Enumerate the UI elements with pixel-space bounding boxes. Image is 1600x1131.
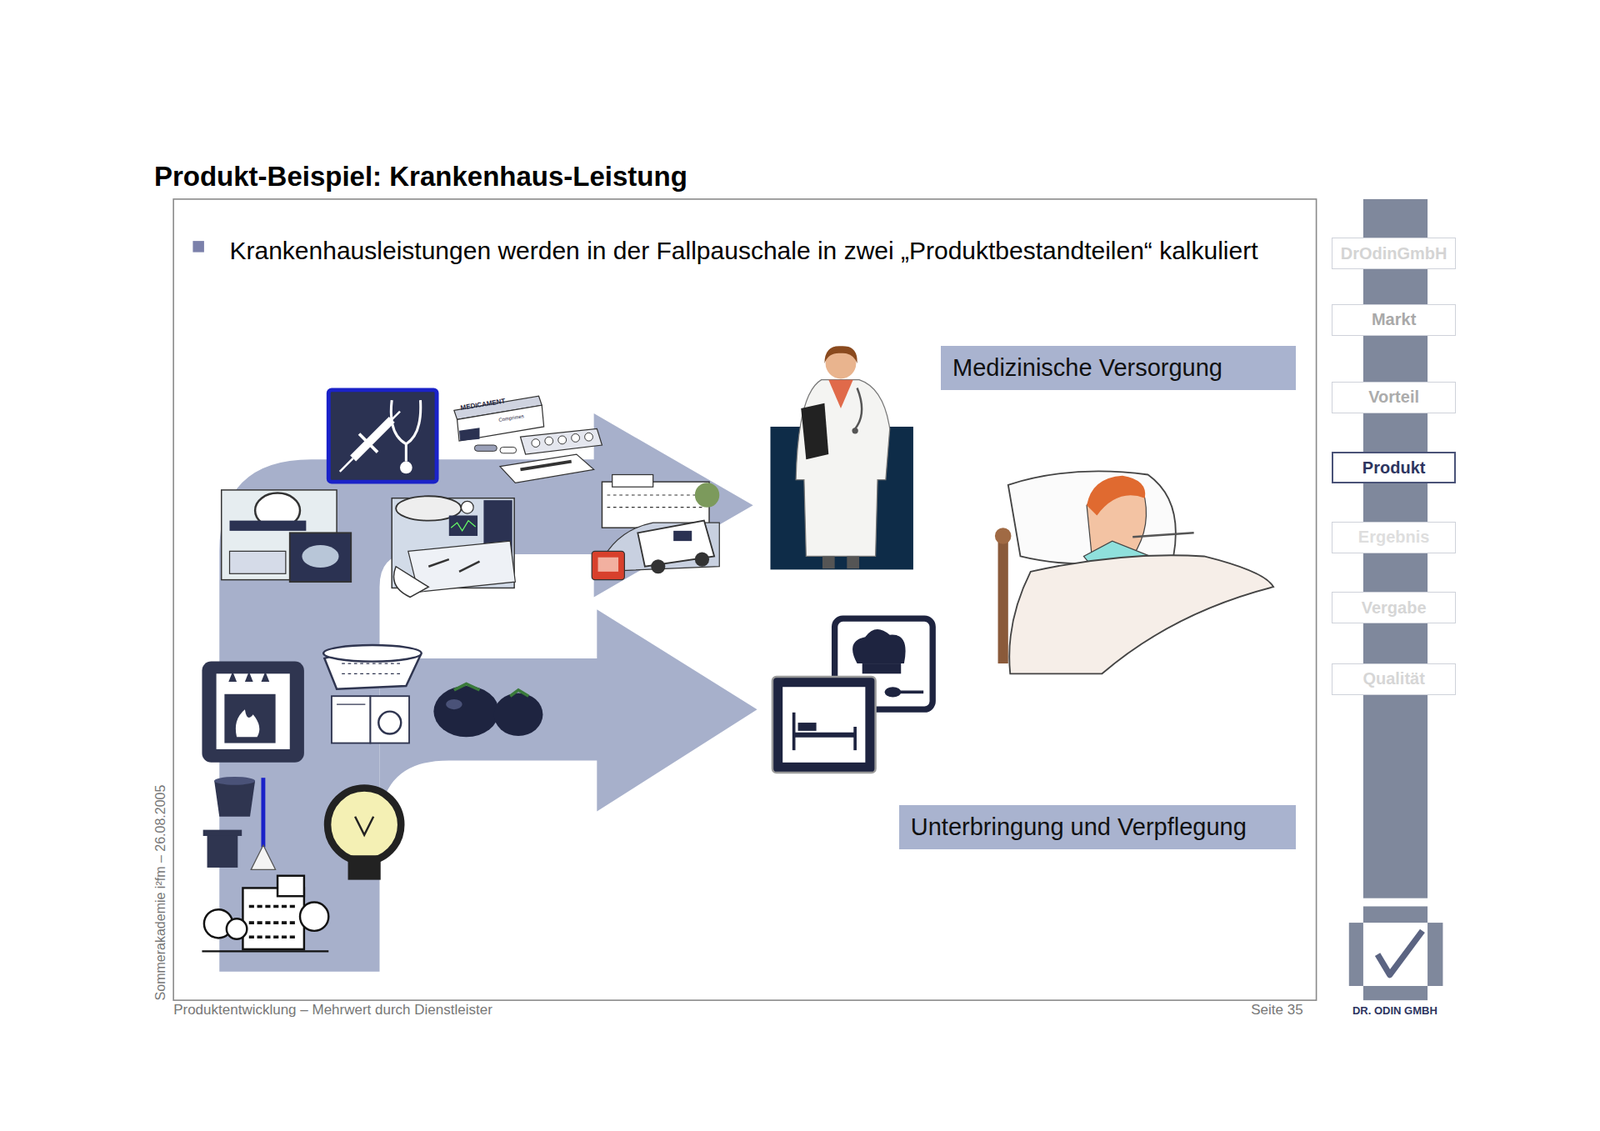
flow-arrow [380,609,758,829]
nav-label: Vergabe [1361,598,1427,618]
laundry-icon [323,645,422,744]
nav-tab: DrOdinGmbH [1331,237,1456,270]
nav-label: Ergebnis [1358,527,1430,547]
accommodation-icon [772,676,876,773]
category-label: Unterbringung und Verpflegung [910,813,1247,841]
nav-label: Markt [1371,310,1416,330]
medical-icon [328,390,437,482]
nav-label: Produkt [1362,458,1426,478]
nav-tab: Ergebnis [1331,521,1456,554]
patient-figure [995,470,1274,674]
kitchen-icon [201,661,304,763]
nav-tab: Vergabe [1331,591,1456,624]
nav-label: DrOdinGmbH [1340,244,1448,264]
building-icon [201,875,329,952]
category-box: Unterbringung und Verpflegung [899,805,1296,850]
scanner-icon [221,490,352,582]
company-name: DR. ODIN GMBH [1352,1004,1438,1017]
cleaning-icon [203,776,276,870]
logo-mark [1349,905,1444,1000]
nav-tab: Qualität [1331,663,1456,695]
doctor-figure [770,345,913,570]
nav-tab: Produkt [1331,451,1456,484]
category-box: Medizinische Versorgung [940,345,1296,390]
nav-tab: Vorteil [1331,381,1456,414]
bullet-text: Krankenhausleistungen werden in der Fall… [230,235,1302,267]
food-icon [433,684,543,738]
ambulance-icon [591,475,720,580]
bullet-square [192,240,204,252]
medicine-box [454,395,603,483]
nav-label: Qualität [1362,669,1425,689]
operating-room-icon [391,495,515,597]
nav-tab: Markt [1331,304,1456,336]
energy-icon [327,787,401,880]
slide-title: Produkt-Beispiel: Krankenhaus-Leistung [154,160,688,193]
date-note: Sommerakademie i²fm – 26.08.2005 [153,785,169,1001]
footer-text: Produktentwicklung – Mehrwert durch Dien… [173,1001,493,1019]
content-frame [173,199,1316,1000]
nav-label: Vorteil [1368,387,1420,407]
page-number: Seite 35 [1250,1001,1303,1019]
category-label: Medizinische Versorgung [952,354,1223,382]
